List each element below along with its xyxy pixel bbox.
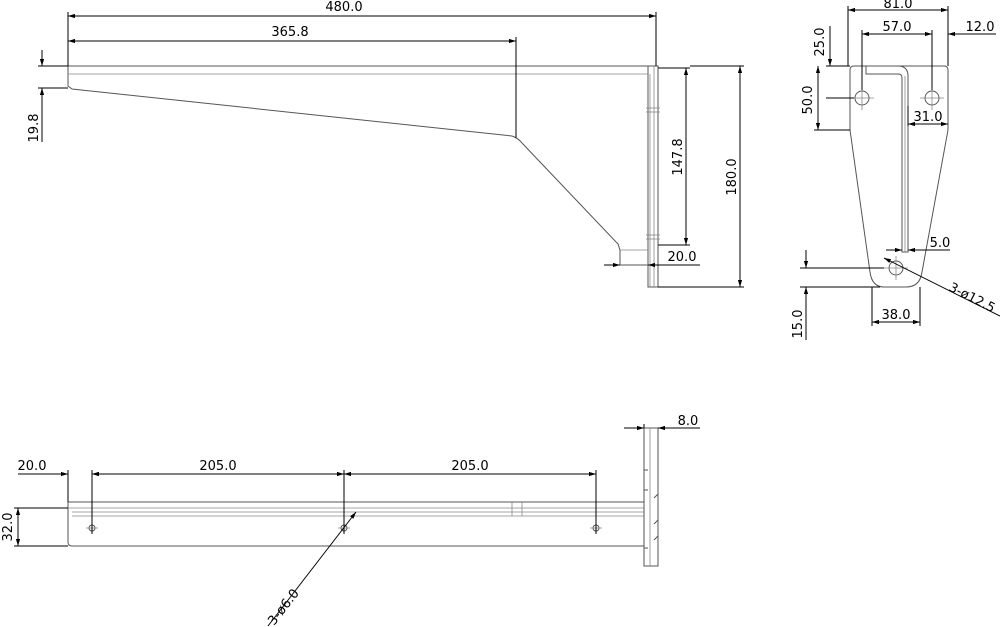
dim-side-width: 81.0: [884, 0, 913, 12]
dim-top-arm-length: 365.8: [271, 25, 308, 40]
dim-side-hole-height: 50.0: [801, 86, 816, 115]
dim-bottom-holes: 3-ø6.0: [265, 586, 302, 627]
dim-bottom-start: 20.0: [18, 459, 47, 474]
dim-top-total-height: 180.0: [725, 158, 740, 195]
dim-bottom-height: 32.0: [1, 513, 16, 542]
dim-bottom-pitch-2: 205.0: [451, 459, 488, 474]
side-view: 81.0 57.0 12.0 25.0 50.0 31.0 5.0 3-ø12.…: [791, 0, 1000, 340]
dim-side-bottom-width: 38.0: [882, 308, 911, 323]
dim-top-inner-height: 147.8: [671, 138, 686, 175]
dim-side-small: 5.0: [930, 236, 951, 251]
dim-bottom-pitch-1: 205.0: [199, 459, 236, 474]
dim-side-hole-span: 57.0: [883, 20, 912, 35]
dim-bottom-plate: 8.0: [678, 414, 699, 429]
front-view: 480.0 365.8 19.8 147.8 180.0 20.0: [27, 0, 744, 288]
dim-side-bottom-height: 15.0: [791, 310, 806, 339]
dim-top-foot: 20.0: [668, 250, 697, 265]
dim-side-flange: 25.0: [813, 28, 828, 57]
dim-top-thickness: 19.8: [27, 114, 42, 143]
dim-side-holes: 3-ø12.5: [946, 280, 997, 316]
dim-side-edge: 12.0: [966, 20, 995, 35]
dim-top-overall-length: 480.0: [325, 0, 362, 15]
plan-view: 20.0 205.0 205.0 8.0 32.0 3-ø6.0: [1, 414, 700, 627]
dim-side-hole-offset: 31.0: [914, 110, 943, 125]
